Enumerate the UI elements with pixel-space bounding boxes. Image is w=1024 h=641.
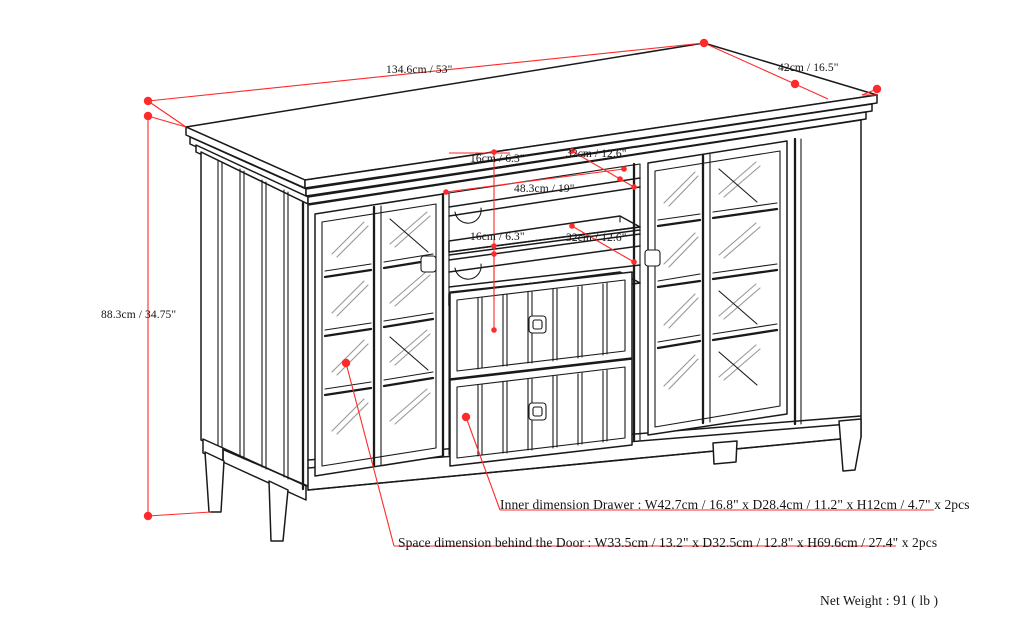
net-weight-label: Net Weight : (820, 593, 890, 608)
cabinet-left-side-panel (200, 151, 311, 542)
drawer-stack (448, 271, 635, 467)
dim-top-opening-label: 16cm / 6.3" (470, 153, 525, 165)
right-door-knob (644, 249, 661, 267)
net-weight-value: 91 (893, 593, 908, 609)
net-weight-unit: ( lb ) (911, 593, 939, 608)
bottom-drawer[interactable] (449, 358, 633, 467)
top-drawer[interactable] (449, 271, 633, 380)
right-door-left-panes (656, 171, 702, 390)
right-door-right-panes (711, 161, 779, 386)
net-weight: Net Weight : 91 ( lb ) (820, 593, 938, 610)
left-glass-door[interactable] (314, 193, 444, 477)
dim-width-label: 134.6cm / 53" (386, 64, 453, 76)
dim-shelf-width-label: 48.3cm / 19" (514, 183, 575, 195)
left-door-right-panes (382, 211, 435, 425)
note-door-space-dimension: Space dimension behind the Door : W33.5c… (398, 535, 938, 550)
cabinet-top (185, 42, 878, 206)
left-door-left-panes (323, 221, 373, 435)
dim-depth-label: 42cm / 16.5" (778, 62, 839, 74)
dim-bottom-depth-label: 32cm / 12.6" (566, 232, 627, 244)
note-drawer-inner-dimension: Inner dimension Drawer : W42.7cm / 16.8"… (500, 497, 970, 512)
cabinet-body (185, 42, 878, 542)
dim-top-depth-label: 32cm / 12.6" (566, 148, 627, 160)
dim-height-label: 88.3cm / 34.75" (101, 309, 177, 321)
left-door-knob (420, 255, 437, 273)
annotation-layer (143, 38, 934, 547)
dim-bottom-opening-label: 16cm / 6.3" (470, 231, 525, 243)
right-glass-door[interactable] (647, 140, 788, 436)
